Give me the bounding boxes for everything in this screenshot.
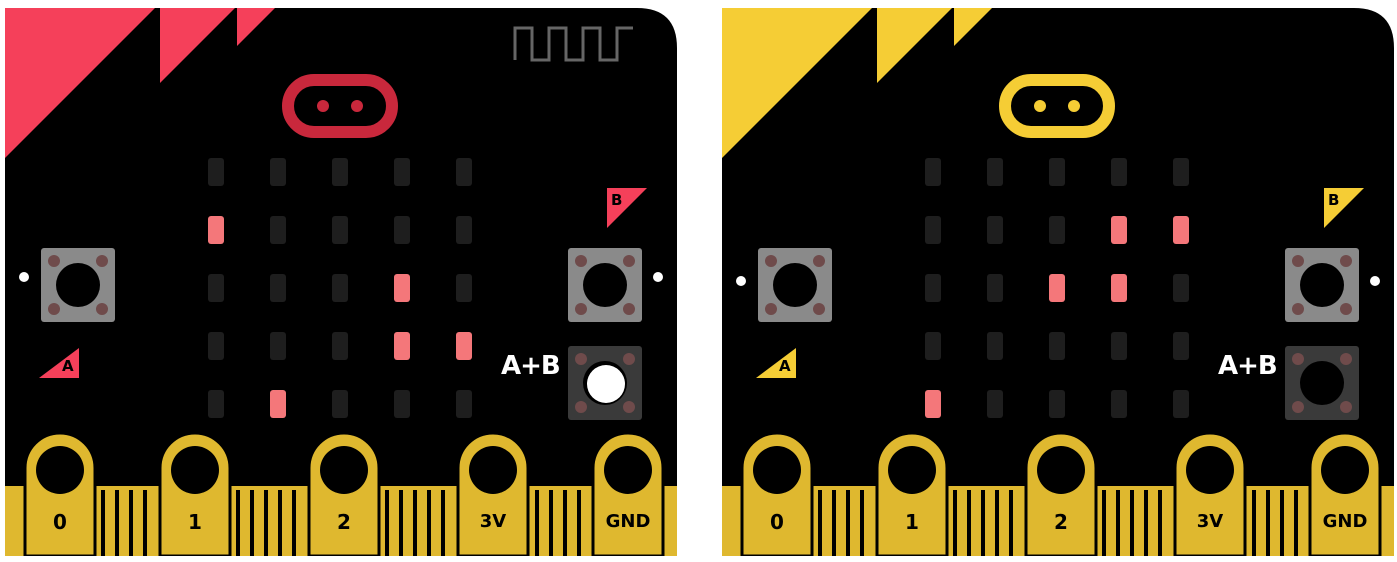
led-r2-c1 [270,274,286,302]
button-a [41,248,115,322]
led-r1-c0 [208,216,224,244]
led-r3-c0 [925,332,941,360]
led-r0-c4 [1173,158,1189,186]
button-b-letter: B [611,191,623,209]
button-b-marker [1324,188,1364,228]
pin-gnd-label: GND [605,511,651,532]
led-r4-c3 [394,390,410,418]
corner-accent [954,8,992,46]
led-r0-c3 [1111,158,1127,186]
led-r2-c0 [925,274,941,302]
button-a [758,248,832,322]
corner-accent [237,8,275,46]
corner-accent [160,8,235,83]
led-r1-c3 [1111,216,1127,244]
square-wave-icon [513,26,633,62]
led-r2-c0 [208,274,224,302]
led-r0-c1 [270,158,286,186]
button-a-marker [39,348,79,378]
led-r1-c1 [270,216,286,244]
pin-3v-label: 3V [1196,511,1224,532]
pin-0-label: 0 [53,510,67,534]
led-r0-c2 [332,158,348,186]
led-r0-c1 [987,158,1003,186]
pin-2-label: 2 [337,510,351,534]
led-r3-c2 [1049,332,1065,360]
led-r1-c1 [987,216,1003,244]
led-r4-c1 [987,390,1003,418]
microbit-logo [282,74,398,138]
led-r3-c1 [270,332,286,360]
led-r4-c2 [332,390,348,418]
microbit-board-left: A B A+B 0 1 2 3V GND [5,8,677,556]
pin-gnd-label: GND [1322,511,1368,532]
led-r3-c3 [394,332,410,360]
led-r3-c3 [1111,332,1127,360]
pin-3v-label: 3V [479,511,507,532]
button-b-marker [607,188,647,228]
led-r3-c2 [332,332,348,360]
led-r3-c1 [987,332,1003,360]
led-r0-c0 [925,158,941,186]
led-r2-c3 [1111,274,1127,302]
led-r1-c4 [456,216,472,244]
led-r2-c1 [987,274,1003,302]
microbit-logo [999,74,1115,138]
pin-1-label: 1 [188,510,202,534]
button-a-marker [756,348,796,378]
led-r4-c4 [456,390,472,418]
led-r2-c3 [394,274,410,302]
edge-connector [5,431,677,556]
button-b [568,248,642,322]
edge-hole-right [653,272,663,282]
button-a-letter: A [62,357,74,375]
pin-1-label: 1 [905,510,919,534]
led-r4-c3 [1111,390,1127,418]
led-r1-c4 [1173,216,1189,244]
led-r4-c4 [1173,390,1189,418]
led-r3-c4 [456,332,472,360]
led-r0-c2 [1049,158,1065,186]
led-r0-c4 [456,158,472,186]
corner-accent [877,8,952,83]
led-r2-c2 [1049,274,1065,302]
led-r4-c0 [925,390,941,418]
edge-hole-right [1370,276,1380,286]
button-ab [1285,346,1359,420]
led-r4-c0 [208,390,224,418]
corner-accent [722,8,872,158]
led-r1-c0 [925,216,941,244]
led-r4-c1 [270,390,286,418]
led-r2-c4 [1173,274,1189,302]
led-r4-c2 [1049,390,1065,418]
pin-0-label: 0 [770,510,784,534]
edge-hole-left [736,276,746,286]
microbit-board-right: A B A+B 0 1 2 3V GND [722,8,1394,556]
button-ab-label: A+B [1218,351,1278,381]
led-matrix [925,158,1205,428]
button-b [1285,248,1359,322]
button-ab-pressed-indicator [587,365,625,403]
corner-accent [5,8,155,158]
button-b-letter: B [1328,191,1340,209]
edge-connector [722,431,1394,556]
led-r0-c0 [208,158,224,186]
button-ab-label: A+B [501,351,561,381]
led-r3-c0 [208,332,224,360]
led-r3-c4 [1173,332,1189,360]
led-matrix [208,158,488,428]
edge-hole-left [19,272,29,282]
button-a-letter: A [779,357,791,375]
led-r1-c3 [394,216,410,244]
led-r1-c2 [1049,216,1065,244]
led-r0-c3 [394,158,410,186]
led-r1-c2 [332,216,348,244]
led-r2-c4 [456,274,472,302]
led-r2-c2 [332,274,348,302]
pin-2-label: 2 [1054,510,1068,534]
